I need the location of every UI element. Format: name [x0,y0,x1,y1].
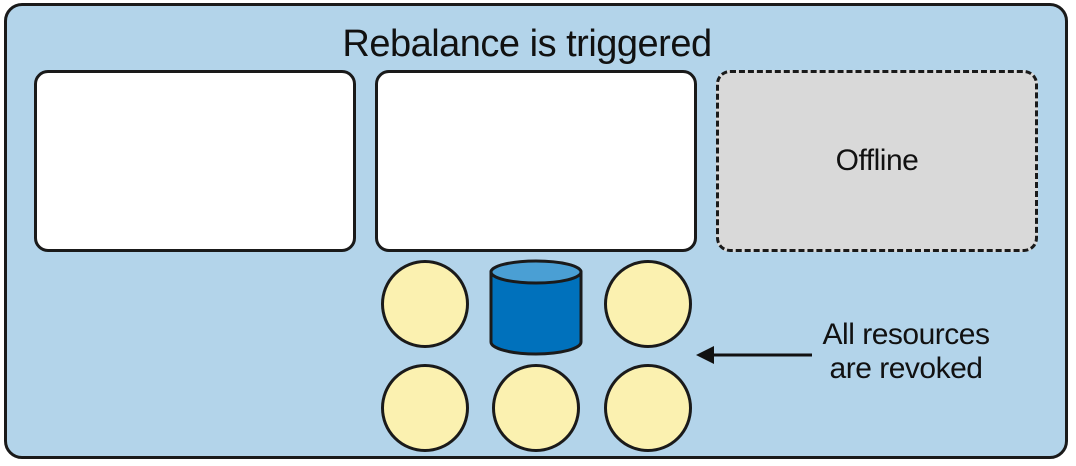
resource-circle [381,364,469,452]
node-box-offline: Offline [716,70,1038,252]
revoked-annotation: All resources are revoked [806,318,1006,386]
offline-label: Offline [835,144,919,177]
left-arrow-icon [696,346,812,364]
resource-circle [381,260,469,348]
resource-circle [492,364,580,452]
annotation-line-2: are revoked [829,352,983,385]
node-box-2 [375,70,697,252]
node-box-1 [34,70,356,252]
resource-circle [604,364,692,452]
database-cylinder-icon [489,259,583,356]
diagram-title: Rebalance is triggered [342,23,712,65]
annotation-line-1: All resources [822,318,990,351]
resource-circle [604,260,692,348]
